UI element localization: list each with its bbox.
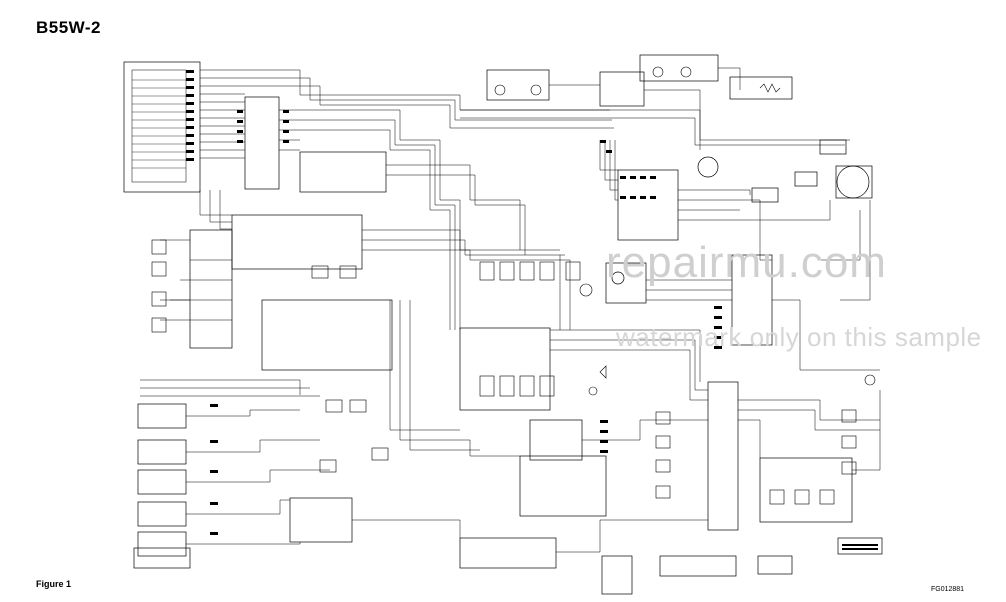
component-symbols	[151, 66, 876, 505]
wire-harness-left	[133, 547, 191, 569]
switch-group-4	[137, 501, 187, 527]
relay-box-left	[189, 229, 233, 349]
switch-group-3	[137, 469, 187, 495]
starter-relay	[835, 165, 873, 199]
connector-labels	[186, 70, 878, 550]
figure-caption: Figure 1	[36, 579, 72, 589]
rotating-beacon-box	[486, 69, 550, 101]
fuse-panel-rows	[132, 79, 186, 169]
lower-matrix	[289, 497, 353, 543]
heater-box	[729, 76, 793, 100]
switch-panel-b	[529, 419, 583, 461]
alternator	[697, 156, 719, 178]
battery-left	[751, 187, 779, 203]
relay-box-mid	[231, 214, 363, 270]
motor	[611, 271, 625, 285]
connector-pinout-c	[757, 555, 793, 575]
starter	[836, 165, 870, 199]
switch-group-1	[137, 403, 187, 429]
wire-bundle	[140, 67, 881, 553]
cluster-panel	[707, 381, 739, 531]
connector-pinout-b	[659, 555, 737, 577]
quick-clamp-connector	[459, 537, 557, 569]
controller-block	[244, 96, 280, 190]
drawing-code: FG012881	[931, 586, 965, 593]
relay-box-top	[299, 151, 387, 193]
lamp-box	[639, 54, 719, 82]
switch-group-2	[137, 439, 187, 465]
fuse-panel-inner	[131, 69, 187, 183]
switch-panel-a	[459, 327, 551, 411]
quick-clamp-box	[519, 455, 607, 517]
glow-plug	[794, 171, 818, 187]
motor-box	[605, 262, 647, 304]
watermark-line-2: watermark only on this sample	[616, 322, 982, 352]
document-title: B55W-2	[36, 18, 102, 37]
right-relay-panel	[759, 457, 853, 523]
horn-box	[599, 71, 645, 107]
watermark-line-1: repairmu.com	[606, 238, 887, 287]
legend-table	[837, 537, 883, 555]
fuse-panel	[123, 61, 201, 193]
battery-right	[819, 139, 847, 155]
relay-box-lower	[261, 299, 393, 371]
switch-group-5	[137, 531, 187, 557]
connector-matrix	[617, 169, 679, 241]
connector-pinout-a	[601, 555, 633, 595]
